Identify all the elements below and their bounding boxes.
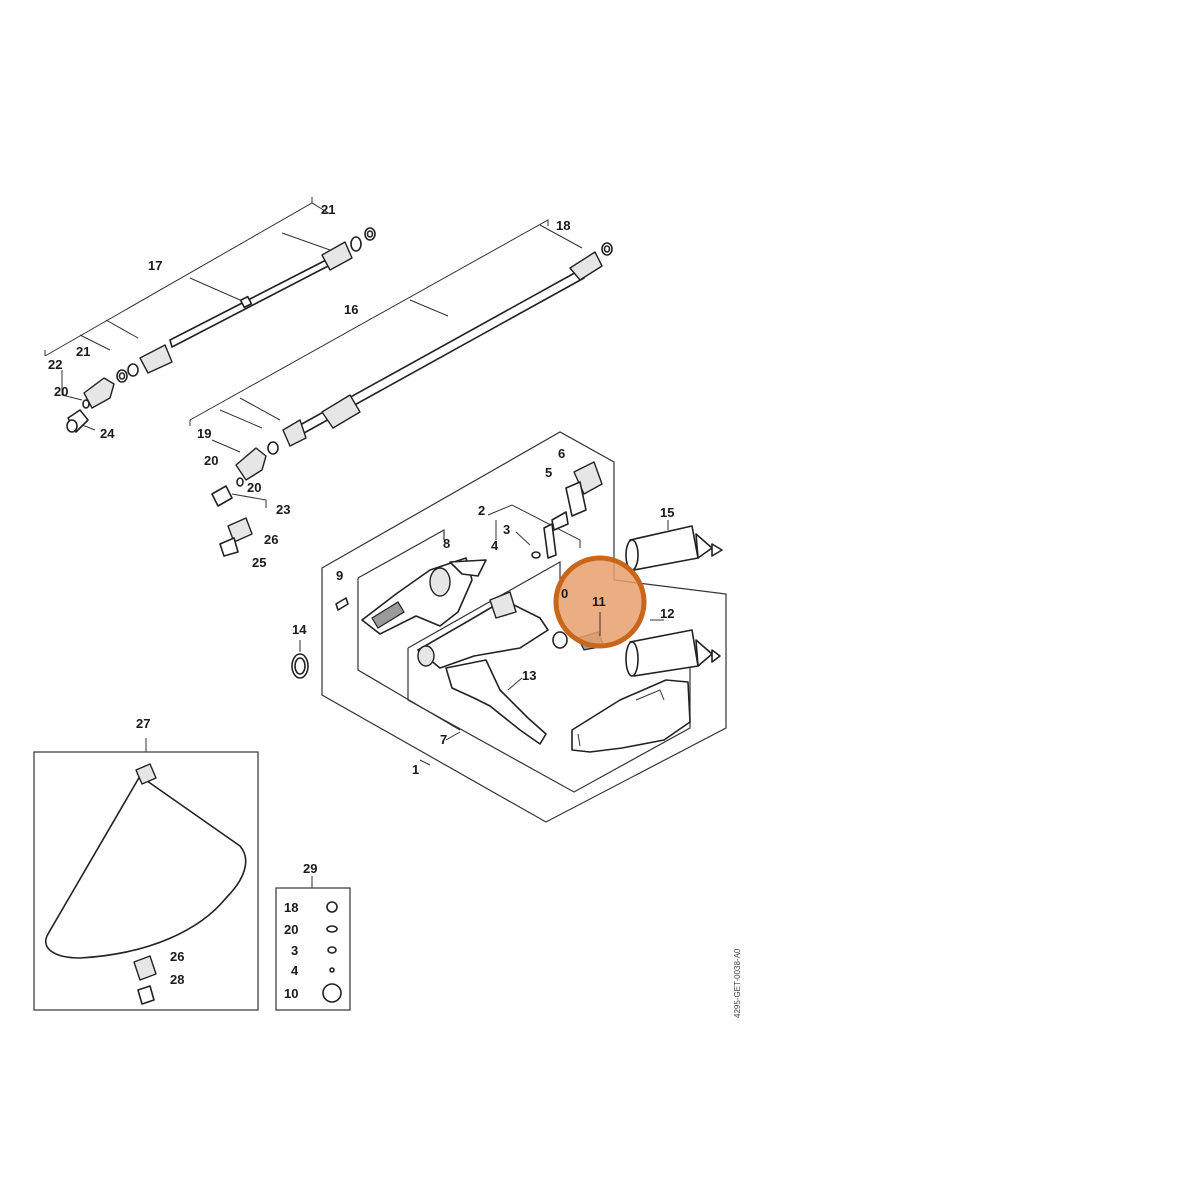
shield-box-27 — [33, 738, 259, 1011]
gun-handle-8[interactable] — [335, 557, 487, 635]
seal-kit-box-29 — [275, 876, 351, 1011]
splash-guard-27[interactable] — [45, 763, 247, 1005]
label-22: 22 — [48, 357, 62, 372]
label-26-b: 26 — [170, 949, 184, 964]
grip-cover[interactable] — [571, 679, 691, 753]
angled-nozzle-19[interactable] — [211, 439, 267, 557]
label-24: 24 — [100, 426, 115, 441]
label-14: 14 — [292, 622, 307, 637]
label-8: 8 — [443, 536, 450, 551]
flat-nozzle-12[interactable] — [625, 619, 721, 677]
label-21-b: 21 — [76, 344, 90, 359]
trigger-13[interactable] — [445, 659, 547, 745]
kit-label-20: 20 — [284, 922, 298, 937]
label-29: 29 — [303, 861, 317, 876]
label-21-a: 21 — [321, 202, 335, 217]
rotary-nozzle-15[interactable] — [625, 520, 723, 571]
label-27: 27 — [136, 716, 150, 731]
spray-wand-17[interactable] — [44, 197, 376, 383]
kit-label-10: 10 — [284, 986, 298, 1001]
highlight-marker[interactable] — [553, 555, 647, 649]
spray-wand-16[interactable] — [189, 219, 613, 455]
label-20-b: 20 — [204, 453, 218, 468]
valve-parts[interactable] — [487, 461, 603, 559]
gun-body[interactable] — [417, 591, 568, 669]
label-26-a: 26 — [264, 532, 278, 547]
label-5: 5 — [545, 465, 552, 480]
document-code: 4295-GET-0038-A0 — [733, 948, 742, 1018]
label-23: 23 — [276, 502, 290, 517]
seal-kit-items[interactable] — [322, 901, 342, 1003]
label-6: 6 — [558, 446, 565, 461]
seal-ring-14[interactable] — [291, 640, 309, 679]
label-25: 25 — [252, 555, 266, 570]
label-11: 11 — [592, 594, 606, 609]
seal-kit-labels: 18 20 3 4 10 — [284, 900, 299, 1001]
label-16: 16 — [344, 302, 358, 317]
label-10: 0 — [561, 586, 568, 601]
label-20-c: 20 — [247, 480, 261, 495]
angled-nozzle-22[interactable] — [61, 370, 115, 433]
label-19: 19 — [197, 426, 211, 441]
label-9: 9 — [336, 568, 343, 583]
label-1: 1 — [412, 762, 419, 777]
kit-label-4: 4 — [291, 963, 299, 978]
label-13: 13 — [522, 668, 536, 683]
label-18: 18 — [556, 218, 570, 233]
label-12: 12 — [660, 606, 674, 621]
label-3: 3 — [503, 522, 510, 537]
label-28: 28 — [170, 972, 184, 987]
label-20-a: 20 — [54, 384, 68, 399]
label-2: 2 — [478, 503, 485, 518]
label-7: 7 — [440, 732, 447, 747]
label-4: 4 — [491, 538, 499, 553]
kit-label-18: 18 — [284, 900, 298, 915]
part-labels: 1 2 3 4 5 6 7 8 9 0 11 12 13 14 15 16 17… — [48, 202, 674, 987]
kit-label-3: 3 — [291, 943, 298, 958]
label-15: 15 — [660, 505, 674, 520]
gun-assembly-box-1 — [321, 431, 727, 823]
label-17: 17 — [148, 258, 162, 273]
